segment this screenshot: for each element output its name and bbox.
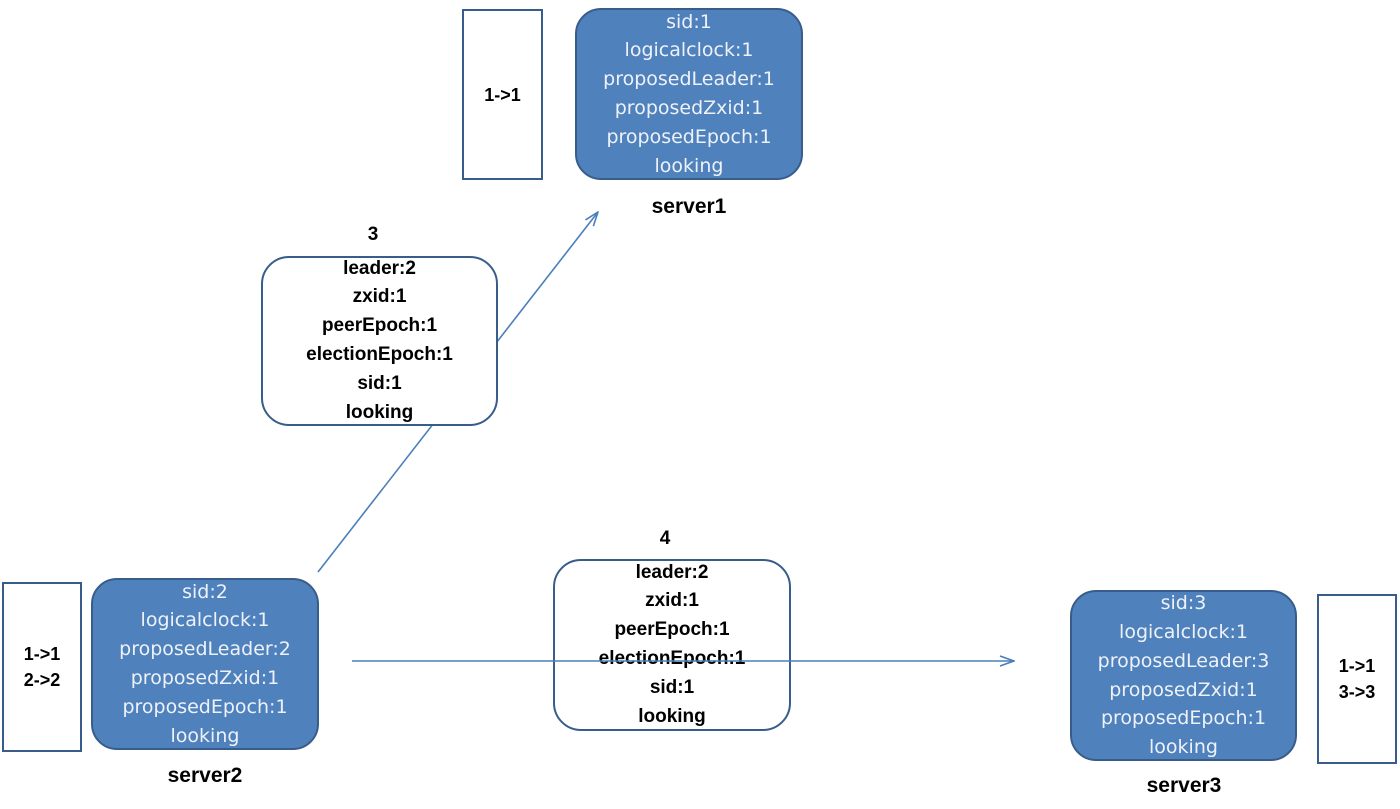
server-state: looking <box>170 724 240 747</box>
message3-box: leader:2 zxid:1 peerEpoch:1 electionEpoc… <box>261 256 498 426</box>
server-state: looking <box>654 154 724 177</box>
server1-label: server1 <box>651 195 727 218</box>
msg-sid: sid:1 <box>649 676 695 698</box>
vote-entry: 1->1 <box>1338 656 1376 676</box>
message3-number: 3 <box>367 224 379 245</box>
vote-entry: 1->1 <box>484 84 521 105</box>
server-proposed-leader: proposedLeader:1 <box>603 68 775 91</box>
server-sid: sid:3 <box>1160 592 1207 615</box>
msg-peer-epoch: peerEpoch:1 <box>614 619 730 641</box>
server-state: looking <box>1149 736 1218 759</box>
msg-peer-epoch: peerEpoch:1 <box>321 315 438 337</box>
server3-label: server3 <box>1146 774 1222 797</box>
server-proposed-zxid: proposedZxid:1 <box>1109 678 1258 701</box>
msg-state: looking <box>345 401 414 423</box>
server-proposed-leader: proposedLeader:3 <box>1097 649 1270 672</box>
message4-number: 4 <box>659 528 671 549</box>
vote-entry: 2->2 <box>23 670 61 690</box>
server2-state-box: sid:2 logicalclock:1 proposedLeader:2 pr… <box>91 578 319 750</box>
server3-vote-table: 1->1 3->3 <box>1317 594 1397 764</box>
server-logicalclock: logicalclock:1 <box>624 39 754 62</box>
server-proposed-zxid: proposedZxid:1 <box>614 97 764 119</box>
msg-leader: leader:2 <box>635 561 709 583</box>
server-proposed-leader: proposedLeader:2 <box>119 638 291 661</box>
server-logicalclock: logicalclock:1 <box>140 609 270 632</box>
msg-sid: sid:1 <box>357 372 402 394</box>
msg-zxid: zxid:1 <box>645 590 699 612</box>
server3-state-box: sid:3 logicalclock:1 proposedLeader:3 pr… <box>1070 590 1297 761</box>
server-sid: sid:1 <box>666 10 712 33</box>
server2-vote-table: 1->1 2->2 <box>2 582 82 752</box>
server-proposed-epoch: proposedEpoch:1 <box>606 125 772 148</box>
server2-label: server2 <box>167 764 243 787</box>
server-sid: sid:2 <box>182 580 228 603</box>
vote-entry: 3->3 <box>1338 682 1376 702</box>
msg-leader: leader:2 <box>343 257 416 279</box>
message4-box: leader:2 zxid:1 peerEpoch:1 electionEpoc… <box>553 559 791 731</box>
msg-state: looking <box>638 705 706 727</box>
server-proposed-epoch: proposedEpoch:1 <box>1100 707 1267 730</box>
msg-election-epoch: electionEpoch:1 <box>598 648 746 669</box>
vote-entry: 1->1 <box>23 644 61 664</box>
server-logicalclock: logicalclock:1 <box>1119 620 1248 643</box>
msg-zxid: zxid:1 <box>352 286 407 308</box>
server1-state-box: sid:1 logicalclock:1 proposedLeader:1 pr… <box>575 8 803 180</box>
server1-vote-table: 1->1 <box>462 9 543 180</box>
server-proposed-zxid: proposedZxid:1 <box>130 667 280 689</box>
msg-election-epoch: electionEpoch:1 <box>306 344 453 365</box>
server-proposed-epoch: proposedEpoch:1 <box>122 695 288 718</box>
